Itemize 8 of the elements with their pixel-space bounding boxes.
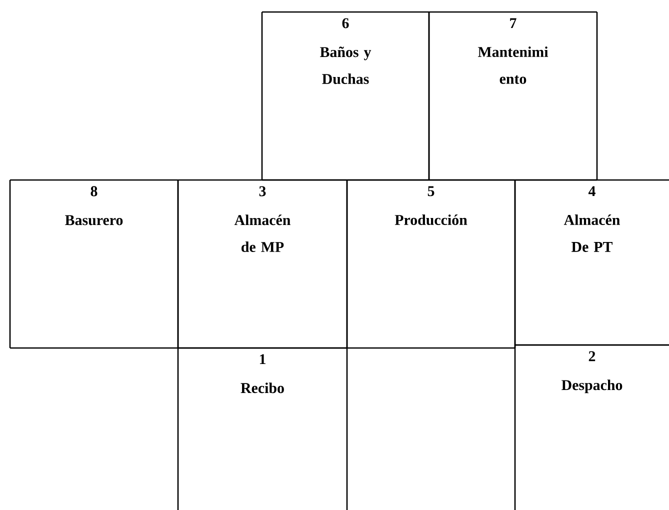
- room-box: 7 Mantenimi ento: [428, 11, 598, 181]
- room-box: 6 Baños y Duchas: [261, 11, 430, 181]
- room-box: 1 Recibo: [177, 347, 348, 510]
- room-box: 8 Basurero: [9, 179, 179, 349]
- room-box: 5 Producción: [346, 179, 516, 349]
- room-box: 3 Almacén de MP: [177, 179, 348, 349]
- room-box: 4 Almacén De PT: [514, 179, 669, 346]
- room-box: 2 Despacho: [514, 344, 669, 510]
